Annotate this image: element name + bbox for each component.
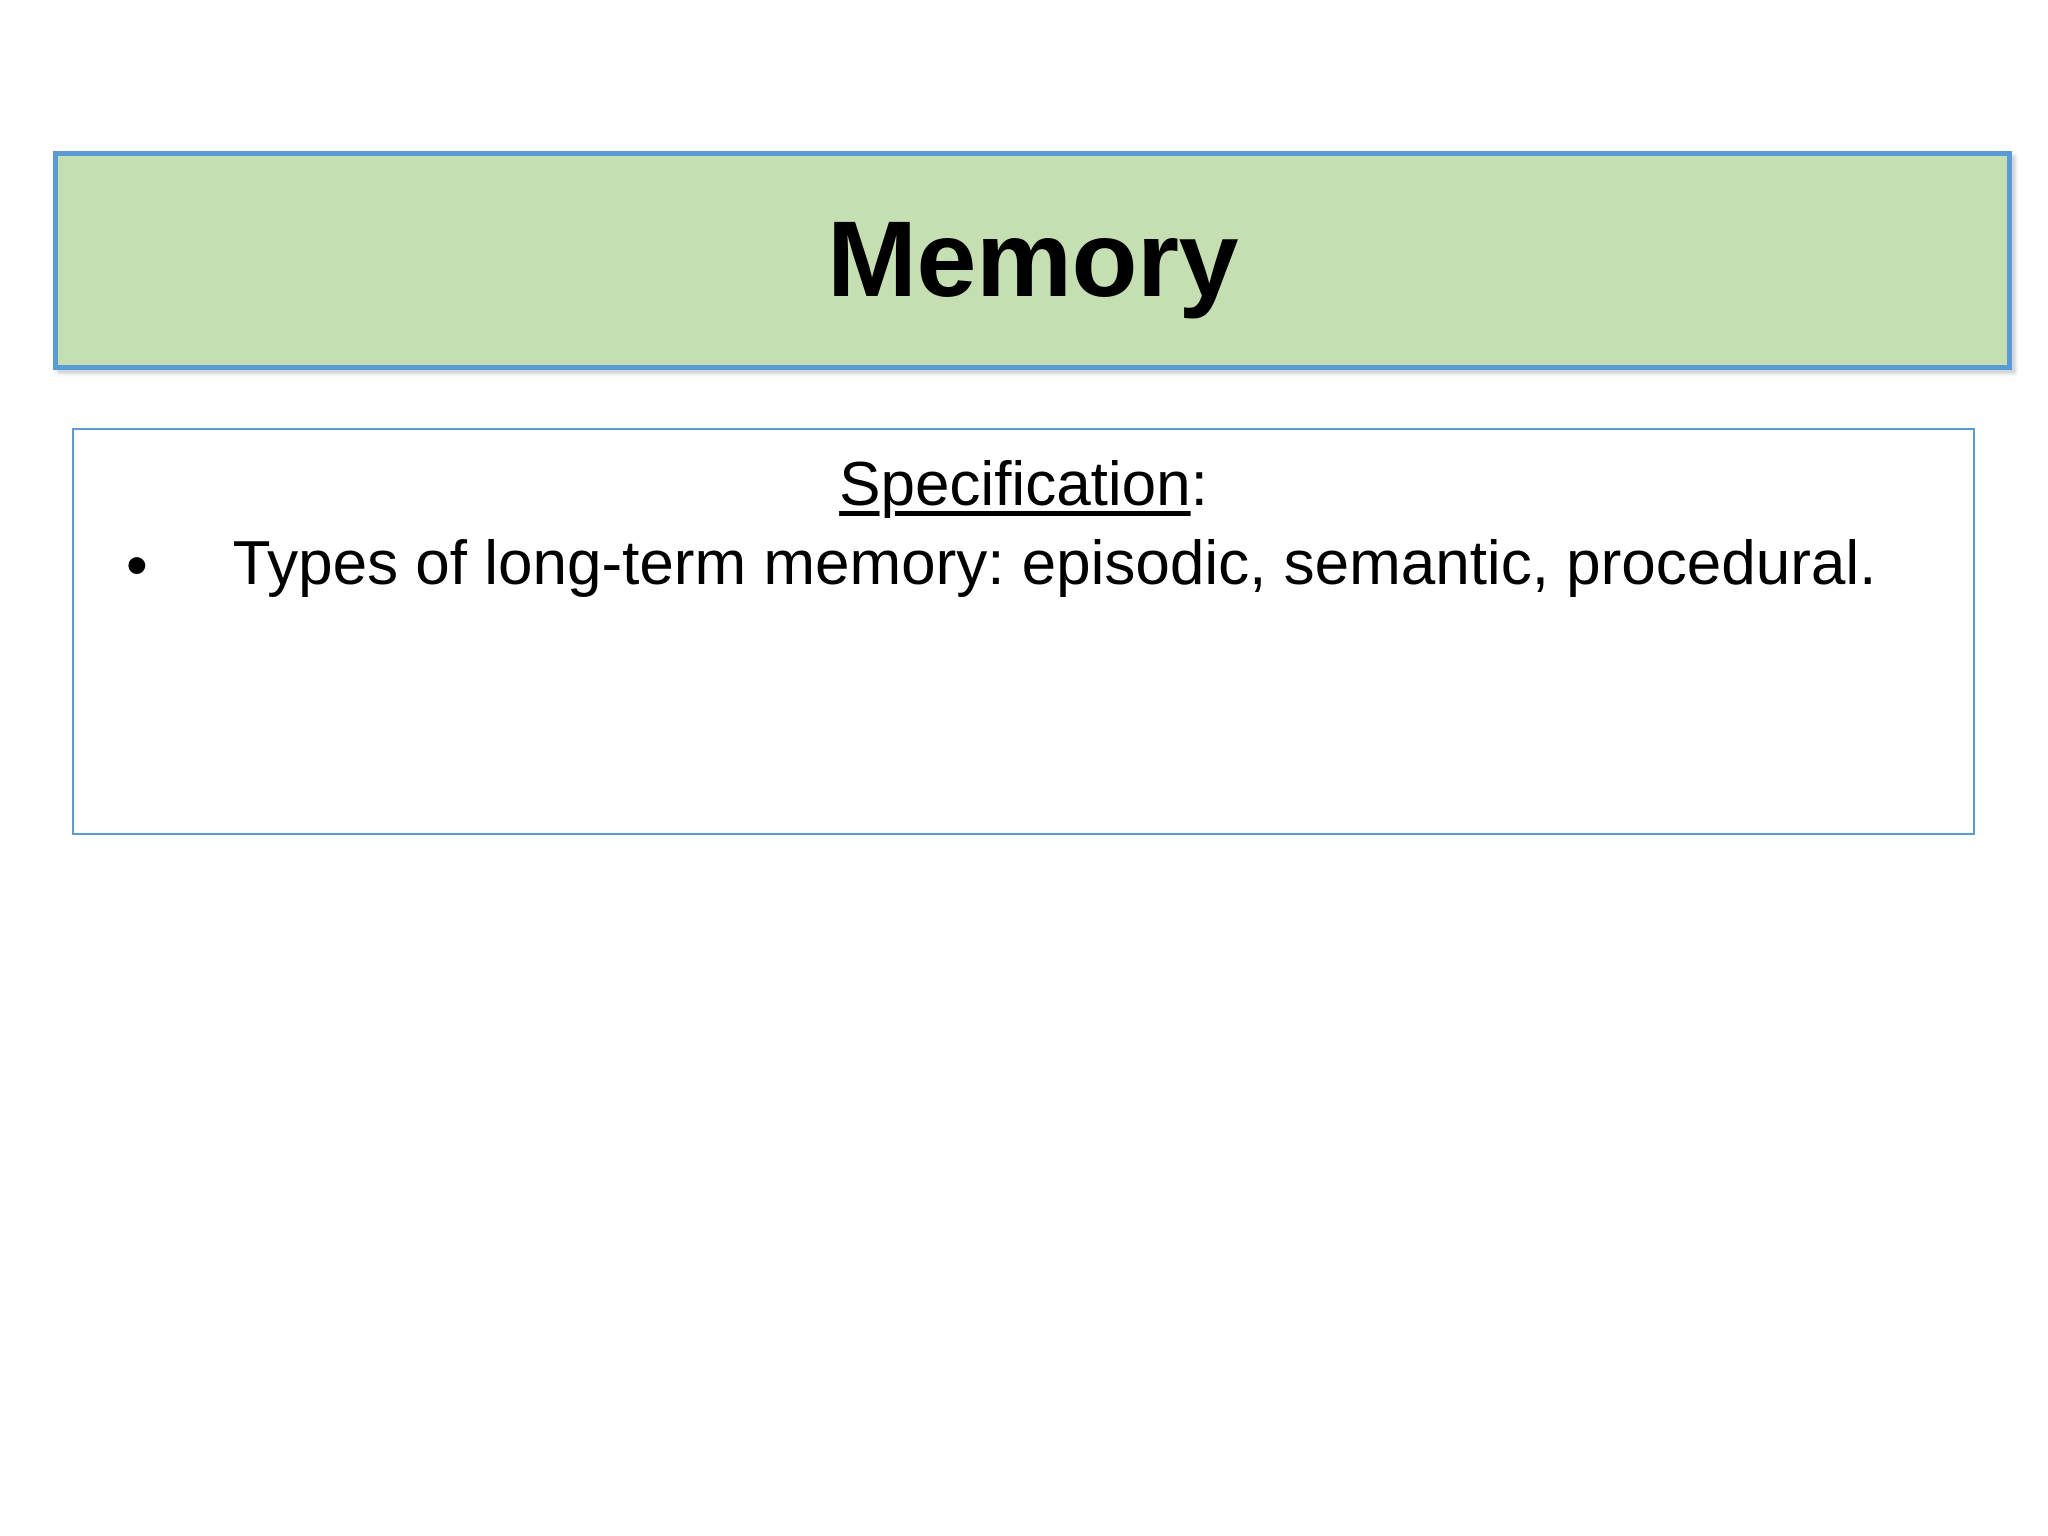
content-text-box: Specification: • Types of long-term memo… (72, 428, 1975, 835)
title-banner: Memory (53, 151, 2012, 370)
bullet-icon: • (126, 531, 148, 601)
list-item-label: Types of long-term memory: episodic, sem… (232, 529, 1877, 599)
specification-heading-colon: : (1190, 450, 1208, 519)
specification-heading-label: Specification (839, 450, 1191, 519)
specification-heading: Specification: (104, 448, 1943, 521)
list-item: • Types of long-term memory: episodic, s… (104, 527, 1943, 602)
page-title: Memory (826, 197, 1239, 319)
